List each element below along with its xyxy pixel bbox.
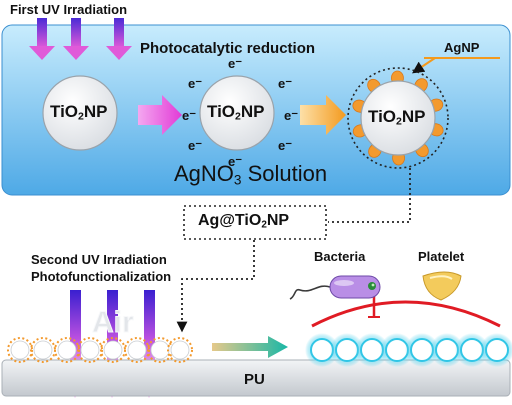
product-label-box [183,205,327,240]
electron-label: e⁻ [278,138,292,153]
tio2-label-3: TiO2NP [368,107,426,128]
glowing-particle [380,333,414,367]
photocatalytic-label: Photocatalytic reduction [140,40,315,57]
surface-connector [176,240,255,333]
surface-particle [124,337,150,363]
tio2-label-1: TiO2NP [50,102,108,123]
pu-label: PU [244,371,265,388]
teal-process-arrow [212,336,288,358]
air-label: Air [92,306,134,339]
surface-particle [100,337,126,363]
tio2-particle-3 [360,80,436,156]
product-label: Ag@TiO2NP [198,212,290,231]
surface-particle [7,337,33,363]
tio2-particle-1 [42,75,118,151]
repulsion-arc [311,300,501,328]
bacteria-label: Bacteria [314,249,366,264]
electron-label: e⁻ [182,108,196,123]
surface-particle [167,337,193,363]
surface-particles-right [305,333,512,367]
electron-label: e⁻ [188,138,202,153]
electron-label: e⁻ [188,76,202,91]
platelet-icon [422,271,462,301]
bacteria-icon [289,275,381,300]
first-uv-arrows [29,18,132,60]
tio2-particle-2 [199,75,275,151]
ag-tio2-dotted-outline [347,67,449,169]
pink-process-arrow [138,95,182,135]
orange-process-arrow [300,95,346,135]
tio2-label-2: TiO2NP [207,102,265,123]
first-uv-label: First UV Irradiation [10,2,127,17]
glowing-particle [430,333,464,367]
solution-label: AgNO3 Solution [174,161,328,188]
electron-label: e⁻ [284,108,298,123]
glowing-particle [405,333,439,367]
electron-label: e⁻ [228,154,242,169]
electron-label: e⁻ [228,56,242,71]
pu-substrate [1,359,511,397]
surface-particle [30,337,56,363]
electron-labels: e⁻ e⁻ e⁻ e⁻ e⁻ e⁻ e⁻ e⁻ [182,56,298,169]
glowing-particle [480,333,512,367]
glowing-particle [305,333,339,367]
platelet-label: Platelet [418,249,465,264]
agnp-label: AgNP [444,40,480,55]
second-uv-label: Second UV Irradiation [31,252,167,267]
surface-particle [77,337,103,363]
photofunctionalization-label: Photofunctionalization [31,269,171,284]
electron-label: e⁻ [278,76,292,91]
surface-particles-left [7,337,193,363]
